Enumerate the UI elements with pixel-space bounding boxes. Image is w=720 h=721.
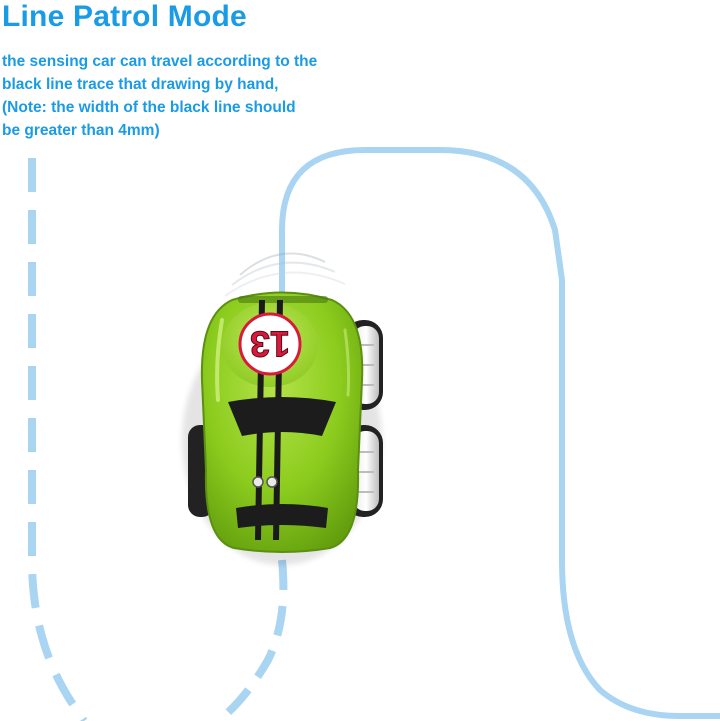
description-line: be greater than 4mm) <box>2 122 160 139</box>
page-title: Line Patrol Mode <box>2 0 247 33</box>
motion-blur <box>224 252 346 297</box>
rear-window <box>236 504 328 528</box>
car-number: 13 <box>250 324 290 365</box>
solid-track-line <box>279 147 720 719</box>
sensor-eye <box>252 476 264 488</box>
description-line: (Note: the width of the black line shoul… <box>2 99 296 116</box>
description-text: the sensing car can travel according to … <box>2 50 362 142</box>
number-badge <box>238 312 302 376</box>
sensor-eye <box>266 476 278 488</box>
windshield <box>228 397 336 436</box>
description-line: the sensing car can travel according to … <box>2 53 318 70</box>
dashed-track-line <box>28 158 88 721</box>
dashed-track-line-2 <box>215 559 288 721</box>
description-line: black line trace that drawing by hand, <box>2 76 279 93</box>
race-car: 13 <box>188 291 383 553</box>
